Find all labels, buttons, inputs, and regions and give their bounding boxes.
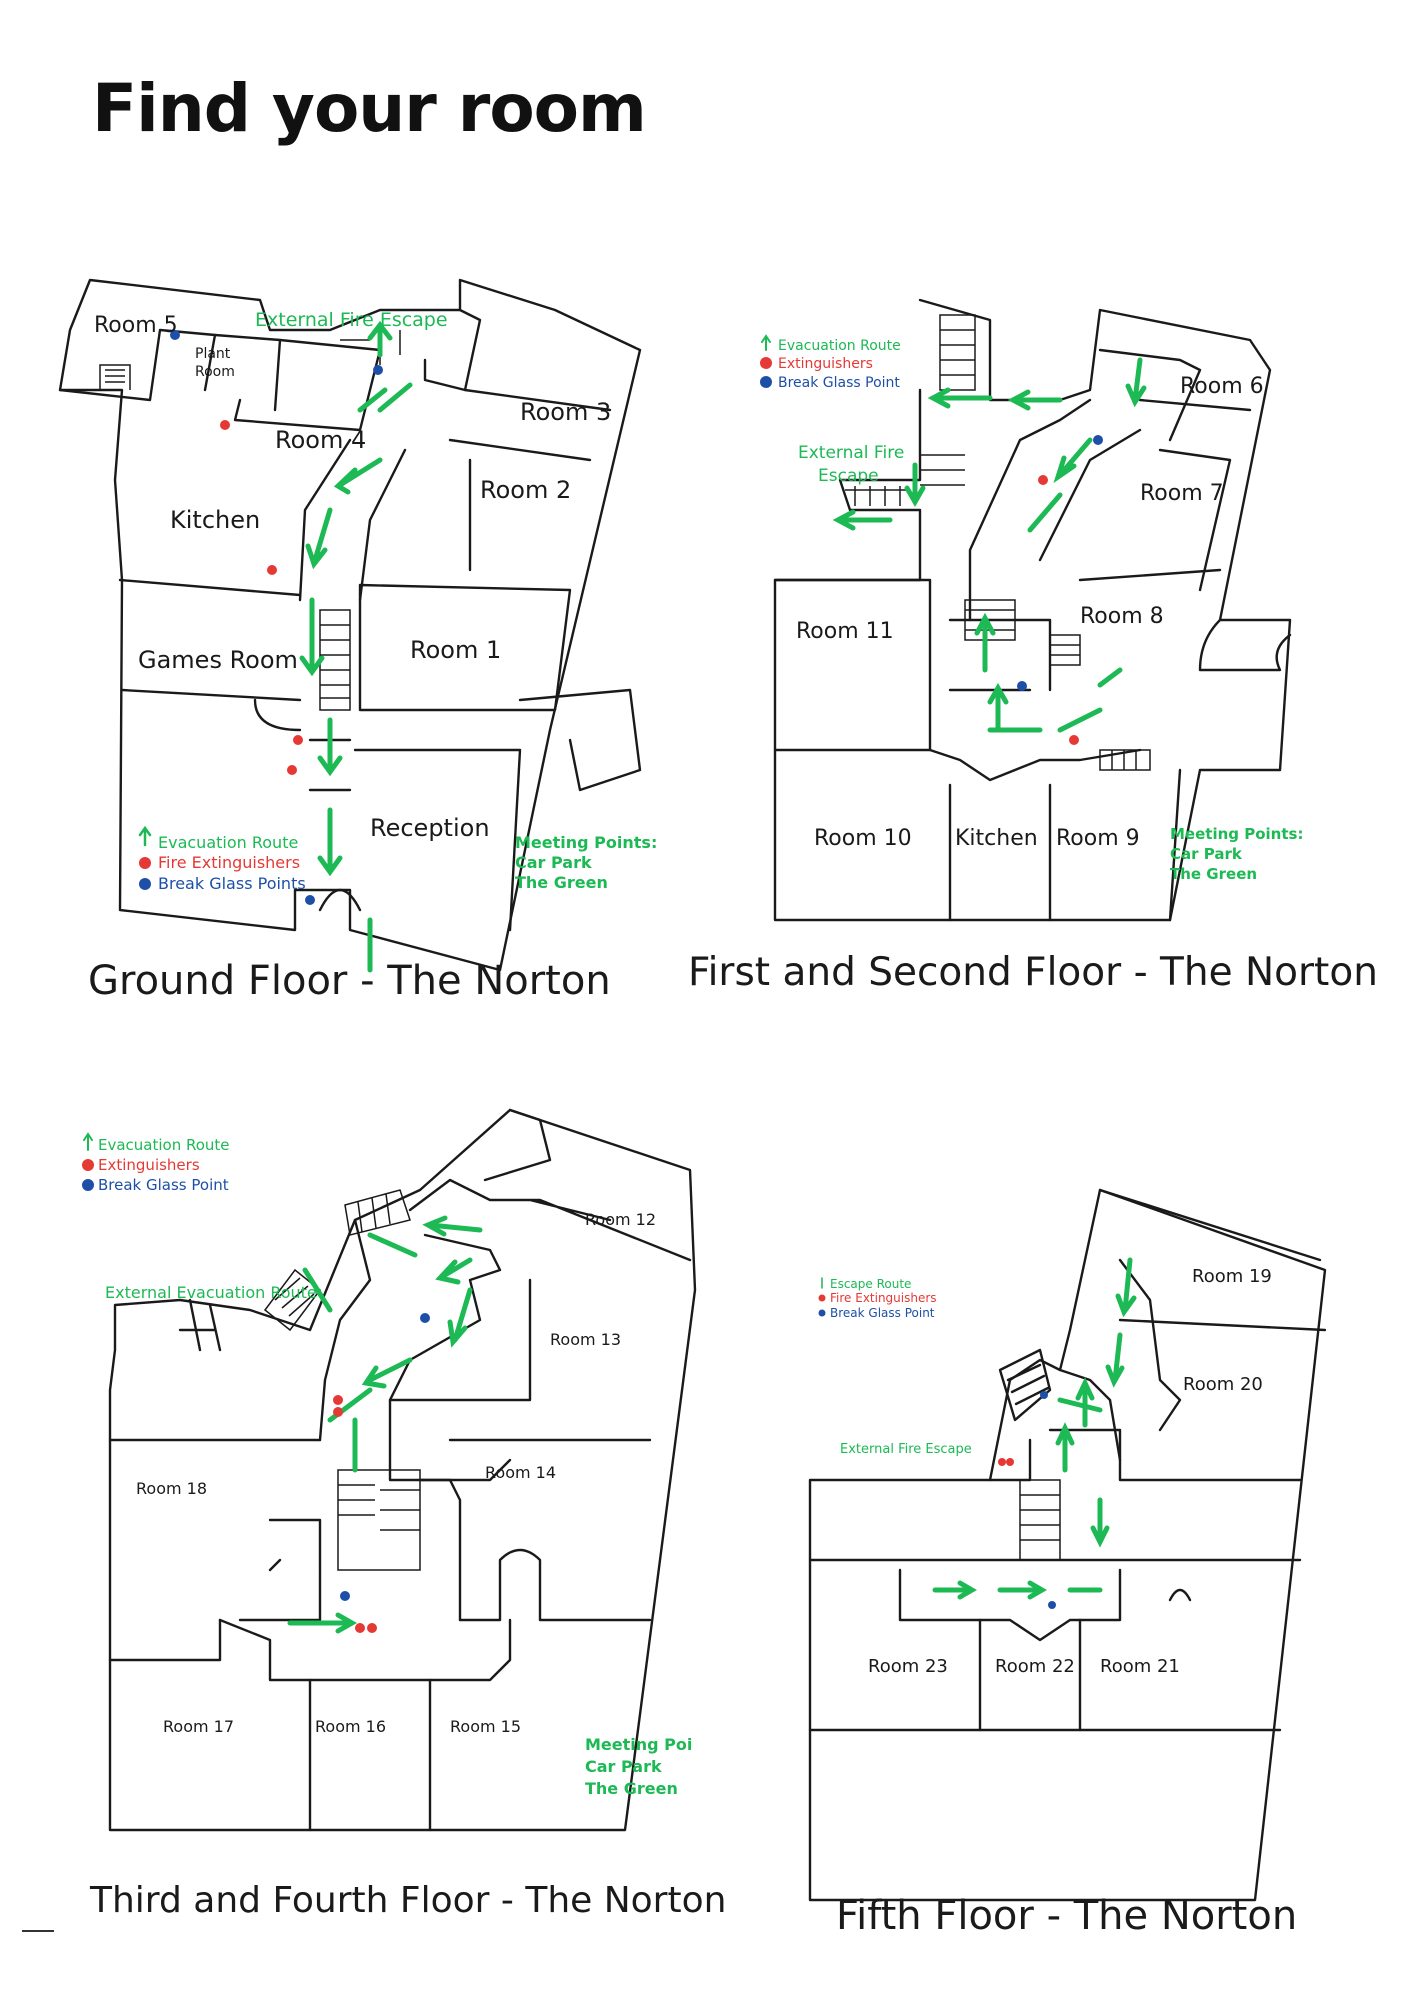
legend-fire-extinguishers-5: Fire Extinguishers — [830, 1291, 937, 1305]
external-fire-escape-label: External Fire Escape — [255, 309, 448, 331]
legend-break-glass-points: Break Glass Points — [158, 874, 306, 893]
fifth-floor-plan: Room 19 Room 20 Room 23 Room 22 Room 21 … — [800, 1180, 1380, 1902]
legend-evacuation-route: Evacuation Route — [158, 833, 298, 852]
room-1-label: Room 1 — [410, 636, 501, 664]
room-21-label: Room 21 — [1100, 1656, 1180, 1677]
room-23-label: Room 23 — [868, 1656, 948, 1677]
fifth-floor-caption: Fifth Floor - The Norton — [836, 1893, 1298, 1939]
meeting-the-green-2: The Green — [1170, 865, 1257, 883]
legend-break-glass-3: Break Glass Point — [98, 1176, 229, 1194]
meeting-car-park: Car Park — [515, 853, 592, 872]
meeting-points-label-3: Meeting Poi — [585, 1735, 692, 1754]
legend-break-glass-2: Break Glass Point — [778, 375, 900, 391]
external-fire-escape-label-2: Escape — [818, 466, 879, 486]
meeting-points-label-2: Meeting Points: — [1170, 825, 1303, 843]
kitchen-2-label: Kitchen — [955, 826, 1038, 851]
room-19-label: Room 19 — [1192, 1266, 1272, 1287]
room-3-label: Room 3 — [520, 398, 611, 426]
first-second-floor-plan: Room 6 Room 7 Room 8 Room 11 Room 10 Kit… — [760, 290, 1400, 930]
room-22-label: Room 22 — [995, 1656, 1075, 1677]
room-2-label: Room 2 — [480, 476, 571, 504]
legend-evacuation-route-2: Evacuation Route — [778, 338, 901, 354]
page-title: Find your room — [92, 70, 647, 147]
room-6-label: Room 6 — [1180, 374, 1264, 399]
room-8-label: Room 8 — [1080, 604, 1164, 629]
room-12-label: Room 12 — [585, 1210, 656, 1229]
meeting-car-park-3: Car Park — [585, 1757, 662, 1776]
ground-floor-plan: Room 5 Plant Room Room 4 Room 3 Room 2 K… — [50, 270, 657, 973]
games-room-label: Games Room — [138, 646, 298, 674]
corner-mark — [22, 1930, 54, 1932]
plant-room-label: Room — [195, 364, 235, 380]
room-13-label: Room 13 — [550, 1330, 621, 1349]
room-7-label: Room 7 — [1140, 481, 1224, 506]
third-fourth-floor-plan: Room 12 Room 13 Room 14 Room 18 Room 17 … — [70, 1100, 710, 1860]
reception-label: Reception — [370, 814, 490, 842]
room-10-label: Room 10 — [814, 826, 912, 851]
meeting-the-green-3: The Green — [585, 1779, 678, 1798]
plant-label: Plant — [195, 346, 231, 362]
legend-extinguishers-3: Extinguishers — [98, 1156, 200, 1174]
kitchen-label: Kitchen — [170, 506, 260, 534]
legend-fire-extinguishers: Fire Extinguishers — [158, 853, 300, 872]
legend-evacuation-route-3: Evacuation Route — [98, 1136, 230, 1154]
room-17-label: Room 17 — [163, 1717, 234, 1736]
ground-floor-caption: Ground Floor - The Norton — [88, 958, 611, 1004]
external-fire-escape-label-1: External Fire — [798, 443, 904, 463]
meeting-the-green: The Green — [515, 873, 608, 892]
external-evacuation-route-label: External Evacuation Route — [105, 1283, 317, 1302]
room-14-label: Room 14 — [485, 1463, 556, 1482]
room-18-label: Room 18 — [136, 1479, 207, 1498]
room-11-label: Room 11 — [796, 619, 894, 644]
meeting-car-park-2: Car Park — [1170, 845, 1243, 863]
external-fire-escape-label-5: External Fire Escape — [840, 1442, 972, 1457]
room-20-label: Room 20 — [1183, 1374, 1263, 1395]
third-fourth-floor-caption: Third and Fourth Floor - The Norton — [90, 1880, 727, 1921]
legend-escape-route-5: Escape Route — [830, 1277, 911, 1291]
room-15-label: Room 15 — [450, 1717, 521, 1736]
room-4-label: Room 4 — [275, 426, 366, 454]
room-9-label: Room 9 — [1056, 826, 1140, 851]
first-second-floor-caption: First and Second Floor - The Norton — [688, 950, 1378, 995]
meeting-points-label: Meeting Points: — [515, 833, 657, 852]
room-16-label: Room 16 — [315, 1717, 386, 1736]
room-5-label: Room 5 — [94, 313, 178, 338]
legend-extinguishers-2: Extinguishers — [778, 356, 873, 372]
legend-break-glass-5: Break Glass Point — [830, 1306, 935, 1320]
